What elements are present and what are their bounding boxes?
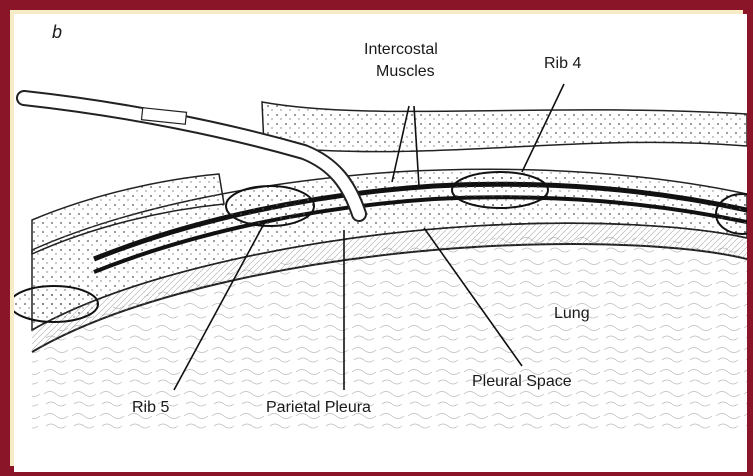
label-rib-5: Rib 5 bbox=[132, 399, 169, 416]
rib-5-shape bbox=[226, 186, 314, 226]
chest-wall-diagram: b Intercostal Muscles Rib 4 Lung Pleural… bbox=[14, 14, 747, 472]
label-lung: Lung bbox=[554, 305, 590, 322]
figure-panel: b Intercostal Muscles Rib 4 Lung Pleural… bbox=[14, 14, 747, 472]
outer-soft-tissue bbox=[262, 102, 747, 152]
label-intercostal-line2: Muscles bbox=[376, 63, 435, 80]
label-parietal-pleura: Parietal Pleura bbox=[266, 399, 371, 416]
label-rib-4: Rib 4 bbox=[544, 55, 581, 72]
label-intercostal-line1: Intercostal bbox=[364, 41, 438, 58]
label-pleural-space: Pleural Space bbox=[472, 373, 572, 390]
rib-4-shape bbox=[452, 172, 548, 208]
rib-left-edge-shape bbox=[14, 286, 98, 322]
panel-letter: b bbox=[52, 22, 62, 42]
